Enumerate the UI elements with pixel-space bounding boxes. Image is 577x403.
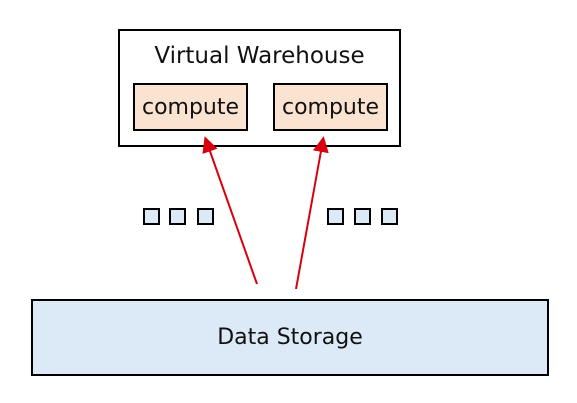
data-block-right-1 (327, 208, 344, 225)
data-block-left-1 (143, 208, 160, 225)
compute-node-2: compute (273, 83, 388, 131)
virtual-warehouse-title: Virtual Warehouse (154, 43, 365, 69)
data-block-left-3 (197, 208, 214, 225)
data-block-right-2 (354, 208, 371, 225)
compute-node-1: compute (133, 83, 248, 131)
arrow-storage-to-compute-2 (295, 136, 329, 290)
data-storage-box: Data Storage (31, 299, 549, 376)
virtual-warehouse-box: Virtual Warehouse compute compute (118, 29, 401, 147)
data-block-right-3 (381, 208, 398, 225)
data-storage-label: Data Storage (217, 325, 363, 350)
data-block-left-2 (169, 208, 186, 225)
